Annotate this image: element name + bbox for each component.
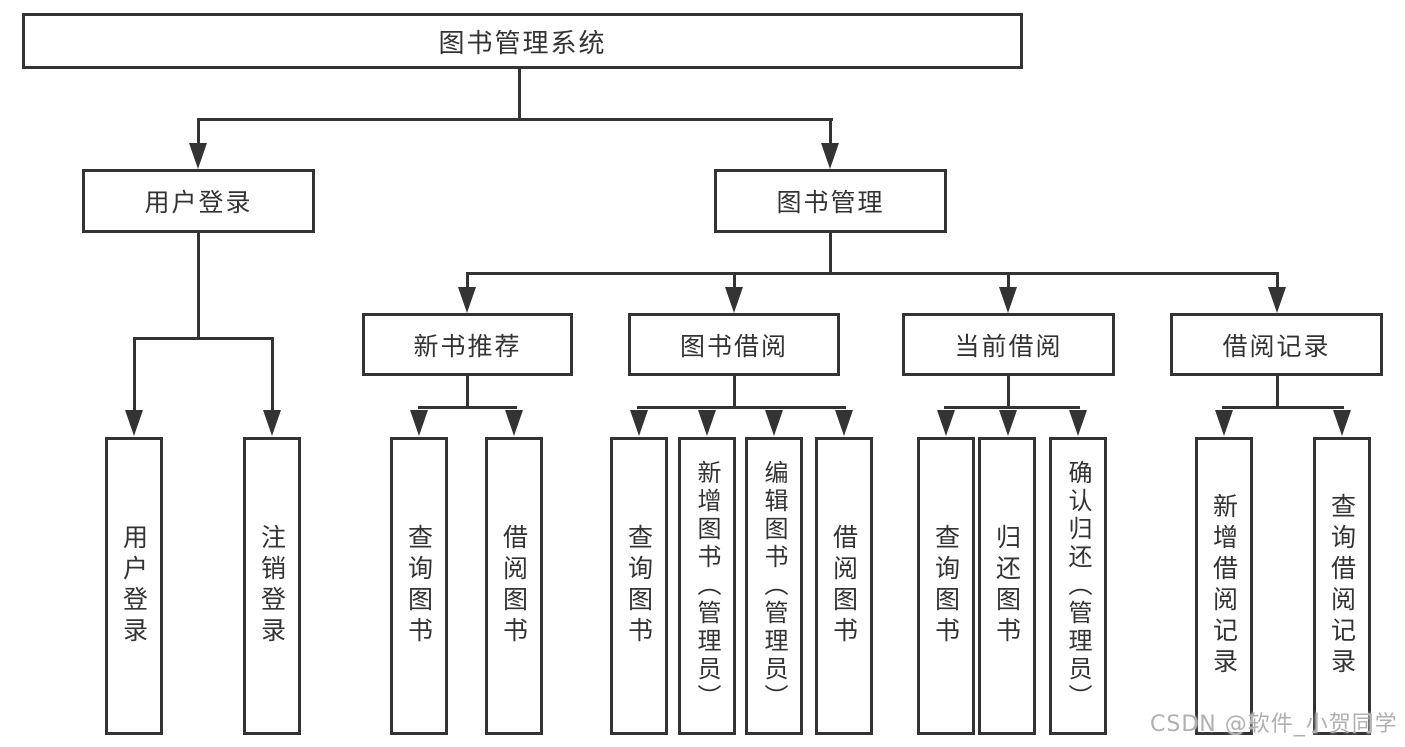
node-query-books-recommend: 查询图书 [390, 437, 448, 735]
node-label: 图书借阅 [679, 331, 788, 361]
arrowhead-icon [821, 143, 839, 169]
connector-line [466, 272, 1279, 275]
arrowhead-icon [725, 287, 743, 313]
arrowhead-icon [125, 410, 143, 436]
node-query-books-borrowing: 查询图书 [610, 437, 668, 735]
node-library-management-system: 图书管理系统 [22, 13, 1023, 69]
arrowhead-icon [410, 410, 428, 436]
node-label: 归还图书 [992, 524, 1022, 648]
arrowhead-icon [1215, 410, 1233, 436]
node-book-borrowing: 图书借阅 [628, 313, 840, 376]
node-label: 新增图书（管理员） [693, 460, 721, 712]
node-borrow-books-recommend: 借阅图书 [485, 437, 543, 735]
node-label: 当前借阅 [954, 331, 1063, 361]
arrowhead-icon [937, 410, 955, 436]
arrowhead-icon [698, 410, 716, 436]
node-label: 借阅记录 [1222, 331, 1331, 361]
arrowhead-icon [1333, 410, 1351, 436]
connector-line [466, 272, 469, 290]
node-label: 图书管理 [776, 188, 885, 217]
node-label: 借阅图书 [829, 524, 859, 648]
node-label: 新增借阅记录 [1209, 493, 1239, 679]
node-user-login-branch: 用户登录 [82, 169, 315, 233]
node-label: 用户登录 [119, 524, 149, 648]
csdn-watermark: CSDN @软件_小贺同学 [1150, 712, 1398, 737]
node-label: 借阅图书 [499, 524, 529, 648]
arrowhead-icon [458, 287, 476, 313]
connector-line [829, 118, 832, 146]
connector-line [637, 406, 846, 409]
node-label: 编辑图书（管理员） [760, 460, 788, 712]
connector-line [1276, 272, 1279, 290]
connector-line [197, 118, 833, 121]
node-label: 查询图书 [931, 524, 961, 648]
node-new-book-recommendation: 新书推荐 [362, 313, 573, 376]
node-edit-books-admin: 编辑图书（管理员） [745, 437, 803, 735]
node-label: 查询图书 [624, 524, 654, 648]
arrowhead-icon [263, 410, 281, 436]
node-label: 用户登录 [144, 188, 253, 217]
connector-line [944, 406, 1080, 409]
node-return-books: 归还图书 [978, 437, 1036, 735]
node-label: 查询借阅记录 [1327, 493, 1357, 679]
node-confirm-return-admin: 确认归还（管理员） [1049, 437, 1107, 735]
connector-line [518, 69, 521, 121]
connector-line [197, 118, 200, 146]
connector-line [829, 233, 832, 275]
connector-line [1007, 376, 1010, 409]
arrowhead-icon [835, 410, 853, 436]
connector-line [197, 233, 200, 340]
connector-line [418, 406, 517, 409]
connector-line [271, 337, 274, 413]
arrowhead-icon [1268, 287, 1286, 313]
node-query-borrow-record: 查询借阅记录 [1313, 437, 1371, 735]
node-current-borrowing: 当前借阅 [902, 313, 1115, 376]
node-label: 新书推荐 [413, 331, 522, 361]
node-borrowing-records: 借阅记录 [1170, 313, 1383, 376]
arrowhead-icon [505, 410, 523, 436]
connector-line [133, 337, 136, 413]
node-book-management-branch: 图书管理 [714, 169, 947, 233]
arrowhead-icon [189, 143, 207, 169]
node-label: 查询图书 [404, 524, 434, 648]
arrowhead-icon [630, 410, 648, 436]
arrowhead-icon [999, 410, 1017, 436]
arrowhead-icon [1069, 410, 1087, 436]
node-user-login-leaf: 用户登录 [105, 437, 163, 735]
connector-line [1222, 406, 1344, 409]
connector-line [733, 376, 736, 409]
arrowhead-icon [999, 287, 1017, 313]
connector-line [1276, 376, 1279, 409]
node-label: 注销登录 [257, 524, 287, 648]
connector-line [466, 376, 469, 409]
node-label: 确认归还（管理员） [1064, 460, 1092, 712]
node-borrow-books-borrowing: 借阅图书 [815, 437, 873, 735]
node-label: 图书管理系统 [438, 28, 607, 59]
connector-line [133, 337, 274, 340]
node-add-books-admin: 新增图书（管理员） [678, 437, 736, 735]
connector-line [1007, 272, 1010, 290]
node-query-books-current: 查询图书 [917, 437, 975, 735]
node-logout: 注销登录 [243, 437, 301, 735]
arrowhead-icon [765, 410, 783, 436]
connector-line [733, 272, 736, 290]
node-add-borrow-record: 新增借阅记录 [1195, 437, 1253, 735]
